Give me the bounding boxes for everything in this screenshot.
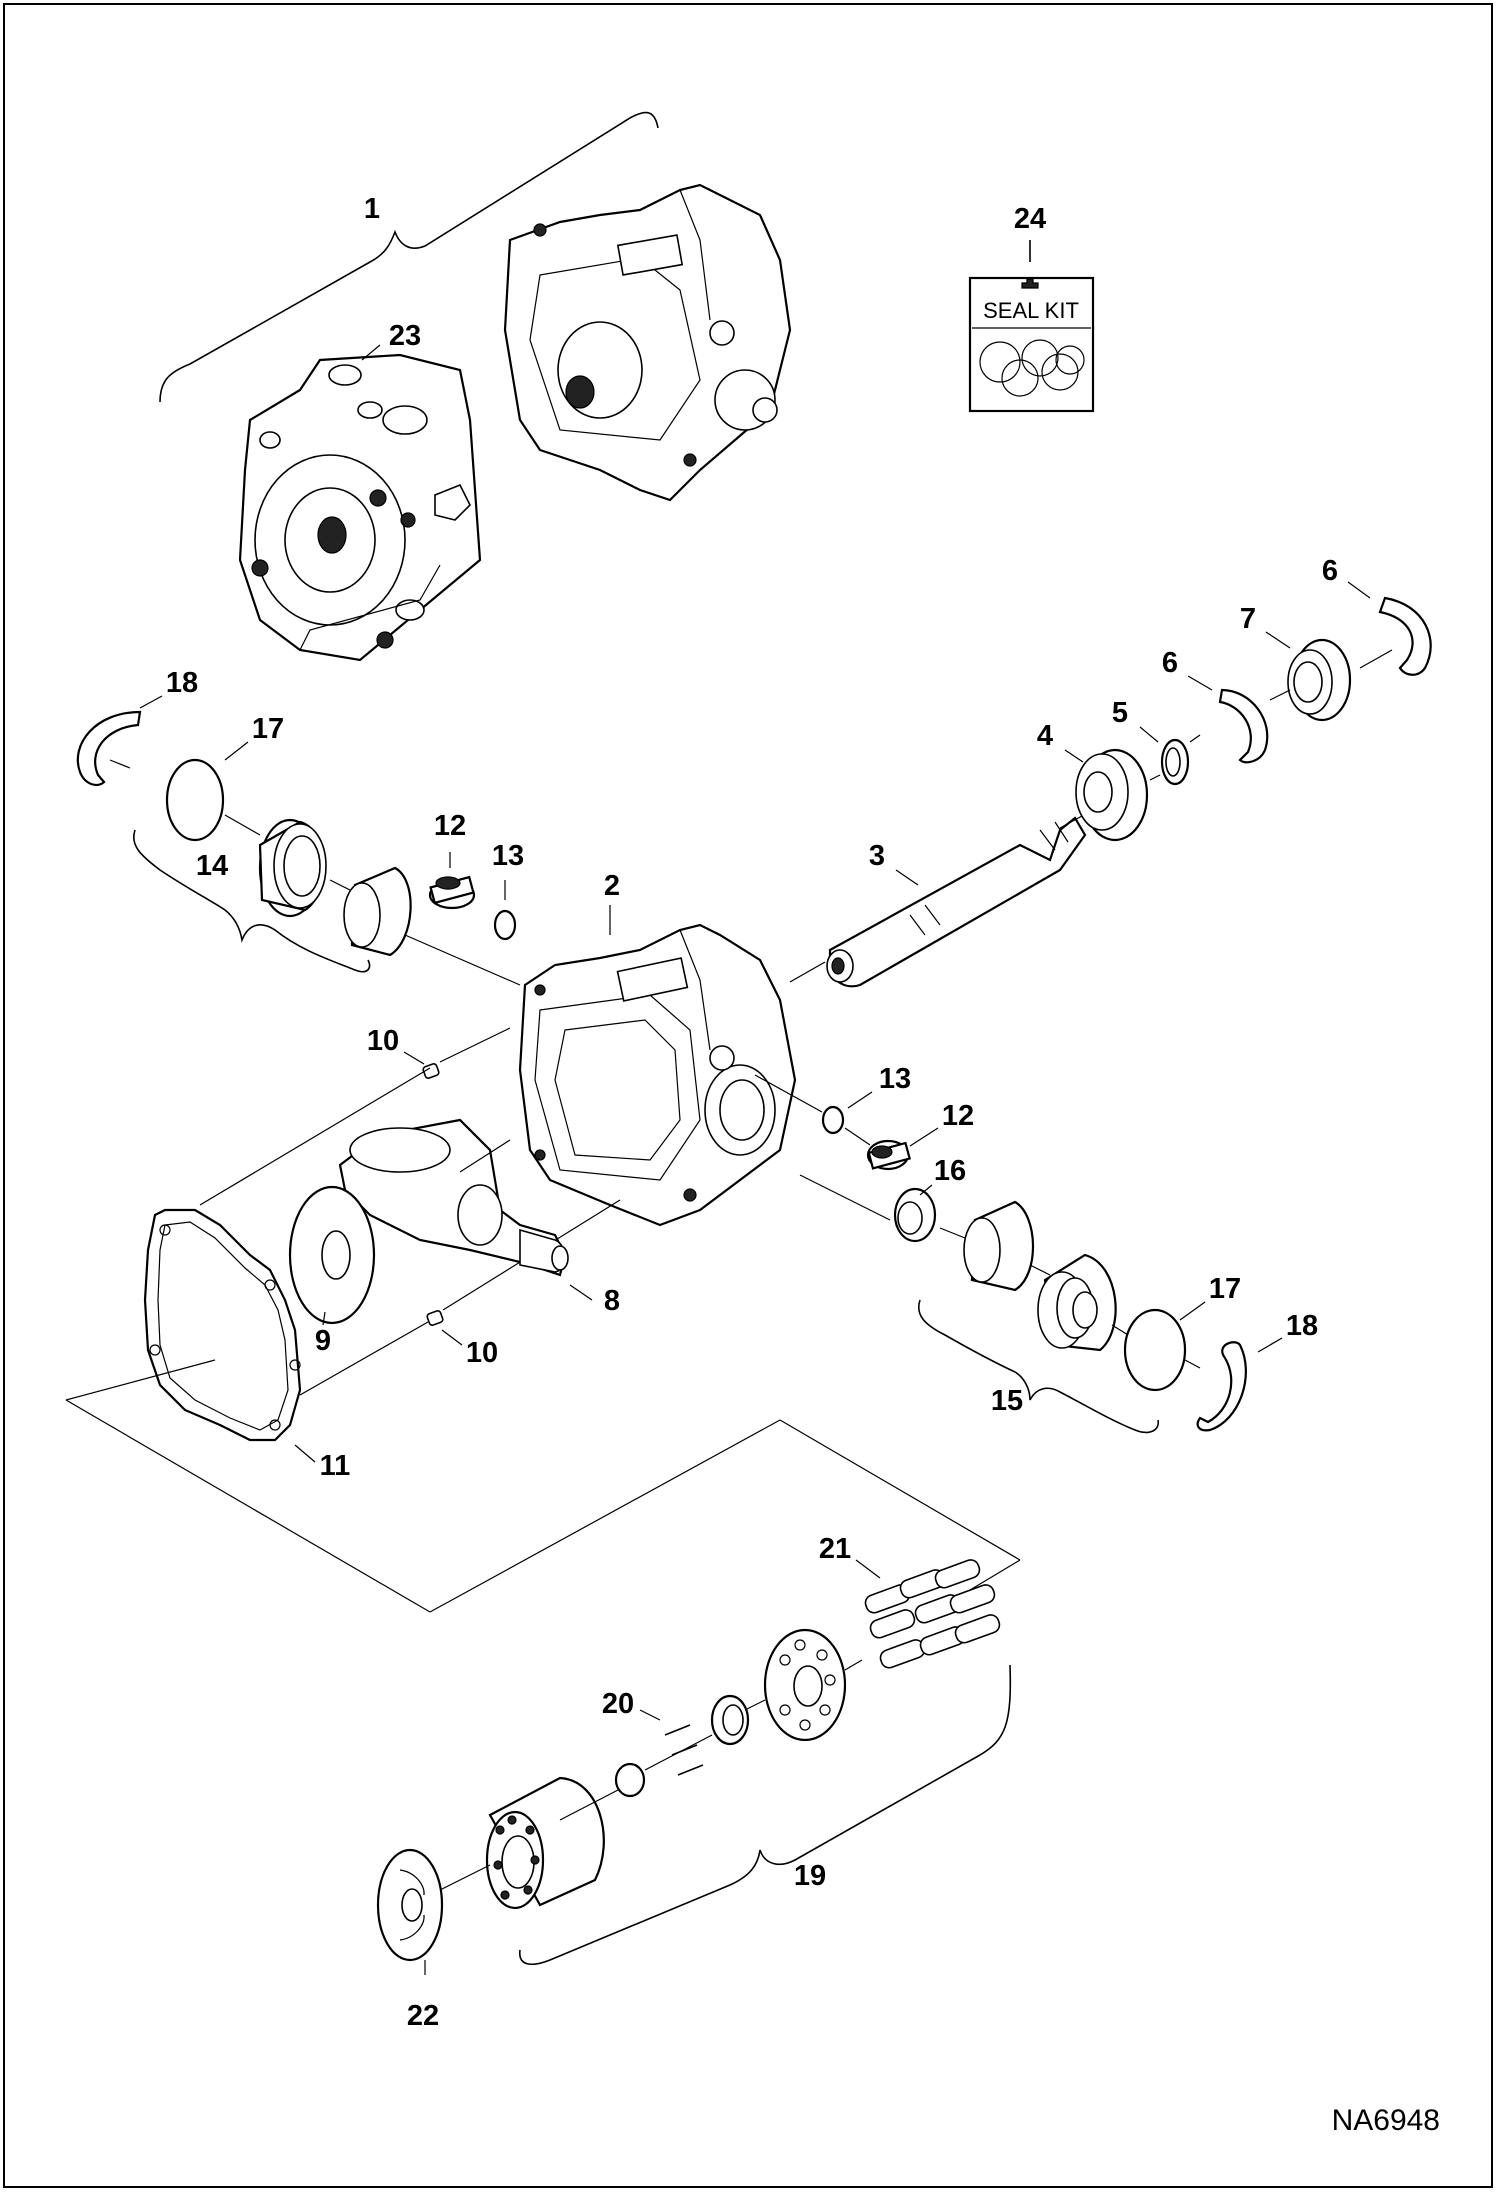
snap-ring-6-right	[1378, 596, 1432, 676]
seal-15	[1037, 1253, 1117, 1352]
callout-7: 7	[1240, 603, 1256, 635]
bearing-4	[1075, 748, 1149, 842]
callout-23: 23	[389, 320, 421, 352]
retainer-plate-19	[763, 1628, 847, 1742]
callout-11: 11	[320, 1450, 351, 1482]
callout-10-bottom: 10	[466, 1337, 498, 1369]
o-ring-17-left	[165, 758, 225, 842]
callout-15: 15	[991, 1385, 1023, 1417]
snap-ring-6-left	[1218, 688, 1269, 764]
drawing-id: NA6948	[1332, 2104, 1440, 2137]
callout-1: 1	[364, 193, 380, 225]
callout-9: 9	[315, 1325, 331, 1357]
callout-14: 14	[196, 850, 228, 882]
cylinder-block-19	[485, 1776, 605, 1910]
callout-17-left: 17	[252, 713, 284, 745]
callout-18-left: 18	[166, 667, 198, 699]
callout-3: 3	[869, 840, 885, 872]
snap-ring-18-left	[76, 710, 142, 786]
o-ring-13-right	[821, 1105, 845, 1135]
callout-8: 8	[604, 1285, 620, 1317]
o-ring-13-top	[493, 909, 517, 941]
callout-13-right: 13	[879, 1063, 911, 1095]
callout-12-right: 12	[942, 1100, 974, 1132]
bracket-15	[918, 1299, 1159, 1434]
swashplate-8	[338, 1118, 569, 1277]
snap-ring-18-right	[1196, 1341, 1247, 1432]
motor-assembly-1	[503, 183, 792, 502]
callout-10-top: 10	[367, 1025, 399, 1057]
callout-22: 22	[407, 2000, 439, 2032]
dowel-pin-10-bottom	[426, 1310, 444, 1326]
bushing-14	[343, 866, 412, 957]
bracket-19	[519, 1664, 1012, 1966]
callout-2: 2	[604, 870, 620, 902]
bearing-7	[1287, 638, 1352, 722]
callout-19: 19	[794, 1860, 826, 1892]
callout-5: 5	[1112, 697, 1128, 729]
seal-14	[258, 818, 327, 918]
shaft-3	[826, 816, 1087, 988]
callout-6-mid: 6	[1162, 647, 1178, 679]
bushing-15	[963, 1200, 1035, 1292]
callout-4: 4	[1037, 720, 1053, 752]
callout-16: 16	[934, 1155, 966, 1187]
callout-18-right: 18	[1286, 1310, 1318, 1342]
snap-ring-5	[1160, 738, 1190, 786]
spring-ring-19	[614, 1762, 646, 1798]
diagram-border	[3, 3, 1493, 2188]
pistons-21	[864, 1559, 1001, 1669]
housing-2	[518, 923, 797, 1227]
assembly-brace-1	[159, 111, 659, 403]
seal-kit-card-24: SEAL KIT	[968, 240, 1095, 413]
callout-24: 24	[1014, 203, 1046, 235]
plug-12-right	[866, 1139, 911, 1171]
dowel-pin-10-top	[422, 1063, 440, 1079]
valve-plate-22	[376, 1848, 444, 1962]
pump-housing-23	[238, 353, 482, 662]
thrust-plate-9	[288, 1185, 376, 1325]
plug-12-top	[428, 875, 476, 910]
seal-16	[893, 1187, 937, 1243]
seal-kit-label: SEAL KIT	[983, 298, 1079, 323]
callout-13-top: 13	[492, 840, 524, 872]
bracket-14	[133, 829, 371, 973]
callout-20: 20	[602, 1688, 634, 1720]
o-ring-17-right	[1123, 1308, 1187, 1392]
ball-guide-19	[710, 1694, 750, 1746]
gasket-11	[143, 1208, 302, 1442]
callout-6-top: 6	[1322, 555, 1338, 587]
callout-21: 21	[819, 1533, 851, 1565]
callout-12-top: 12	[434, 810, 466, 842]
callout-17-right: 17	[1209, 1273, 1241, 1305]
